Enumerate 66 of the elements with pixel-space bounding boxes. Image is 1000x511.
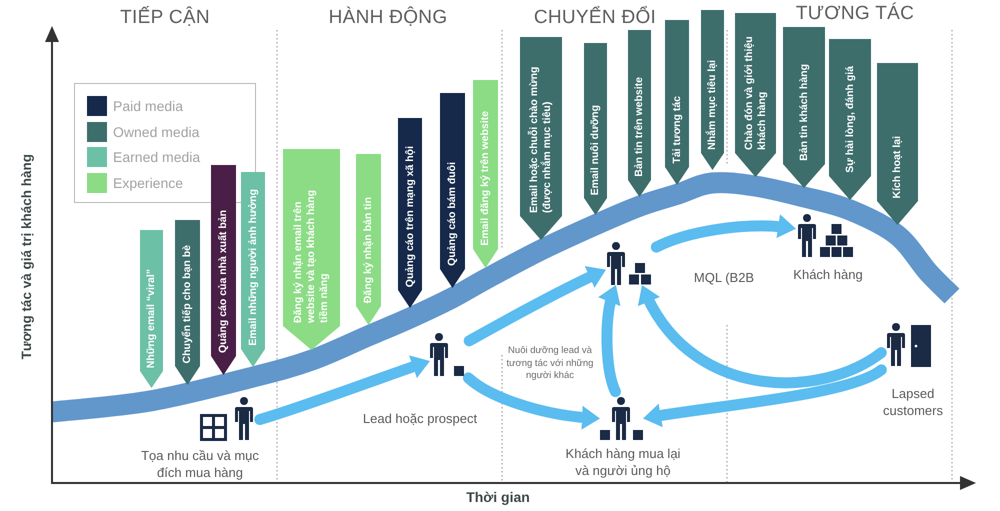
pennant-banner (283, 149, 340, 350)
person-window-icon (199, 397, 254, 441)
flow-arrow (462, 372, 600, 430)
pennant-banner (877, 63, 918, 225)
stage-label: Lead hoặc prospect (362, 410, 478, 427)
stage-label: Khách hàng (792, 266, 864, 283)
pennant-text: Quảng cáo của nhà xuất bản (217, 210, 230, 353)
pennant-banner (628, 30, 651, 197)
pennant-banner (701, 10, 724, 170)
pennant-text: Sự hài lòng, đánh giá (844, 66, 856, 173)
person-box-pyramid-icon (796, 213, 854, 258)
stage-label: Lapsed customers (882, 385, 944, 419)
flow-arrow (254, 355, 430, 426)
pennant-text: Email đăng ký trên website (479, 111, 492, 246)
stage-label: Khách hàng mua lại và người ủng hộ (564, 445, 682, 479)
stage-label: Tọa nhu cầu và mục đích mua hàng (140, 447, 260, 481)
pennant-banner (140, 230, 163, 388)
flow-arrow (638, 285, 887, 388)
legend-label: Experience (113, 174, 184, 192)
legend-label: Earned media (113, 148, 200, 166)
phase-heading: TƯƠNG TÁC (796, 3, 914, 25)
pennant-banner (356, 154, 381, 325)
pennant-banner (783, 27, 825, 188)
axis-title: Tương tác và giá trị khách hàng (19, 154, 35, 360)
pennant-text: Chuyển tiếp cho bạn bè (181, 244, 194, 363)
person-two-boxes-icon (600, 397, 643, 440)
pennant-banner (473, 80, 498, 268)
pennant-text: Chào đón và giới thiệu khách hàng (742, 35, 768, 150)
pennant-banner (829, 39, 871, 200)
pennant-text: Đăng ký nhận email trên website và tạo khách hàng tiềm năng (292, 188, 331, 323)
pennant-banner (241, 172, 265, 367)
person-box-icon (430, 333, 464, 376)
pennant-banner (398, 118, 422, 308)
pennant-banner (175, 220, 200, 385)
pennant-banner (440, 93, 465, 288)
pennant-text: Quảng cáo trên mạng xã hội (404, 146, 416, 287)
flow-arrow (650, 214, 796, 253)
flow-arrow (643, 364, 887, 428)
legend-label: Paid media (113, 97, 184, 115)
pennant-banner (211, 165, 236, 375)
pennant-text: Nhắm mục tiêu lại (706, 60, 719, 150)
pennant-banner (665, 20, 689, 185)
phase-heading: CHUYỂN ĐỔI (534, 7, 656, 29)
pennant-text: Tải tương tác (670, 96, 684, 164)
legend-label: Owned media (113, 122, 200, 140)
pennant-text: Email những người ảnh hưởng (246, 189, 260, 346)
pennant-text: Những email “viral” (145, 268, 158, 368)
pennant-banner (584, 43, 607, 215)
pennant-text: Email nuôi dưỡng (589, 104, 602, 195)
pennant-text: Đăng ký nhận bản tin (362, 196, 375, 303)
annotation-text: Nuôi dưỡng lead và tương tác với những người khác (506, 345, 594, 382)
pennant-banner (520, 37, 562, 240)
person-door-icon (886, 322, 931, 367)
stage-label: MQL (B2B (692, 269, 756, 286)
pennant-text: Bản tin khách hàng (798, 64, 810, 161)
axis-title: Thời gian (466, 489, 530, 506)
flow-arrow (598, 284, 622, 398)
pennant-text: Email hoặc chuỗi chào mừng (được nhắm mục tiêu) (528, 66, 554, 213)
pennant-text: Bản tin trên website (633, 77, 646, 177)
pennant-text: Quảng cáo bám đuôi (446, 162, 459, 266)
phase-heading: HÀNH ĐỘNG (328, 7, 448, 29)
person-boxes-icon (606, 241, 651, 285)
phase-heading: TIẾP CẬN (120, 7, 210, 29)
pennant-text: Kích hoạt lại (891, 136, 904, 198)
pennant-banner (735, 13, 776, 177)
flow-arrow (464, 266, 606, 346)
